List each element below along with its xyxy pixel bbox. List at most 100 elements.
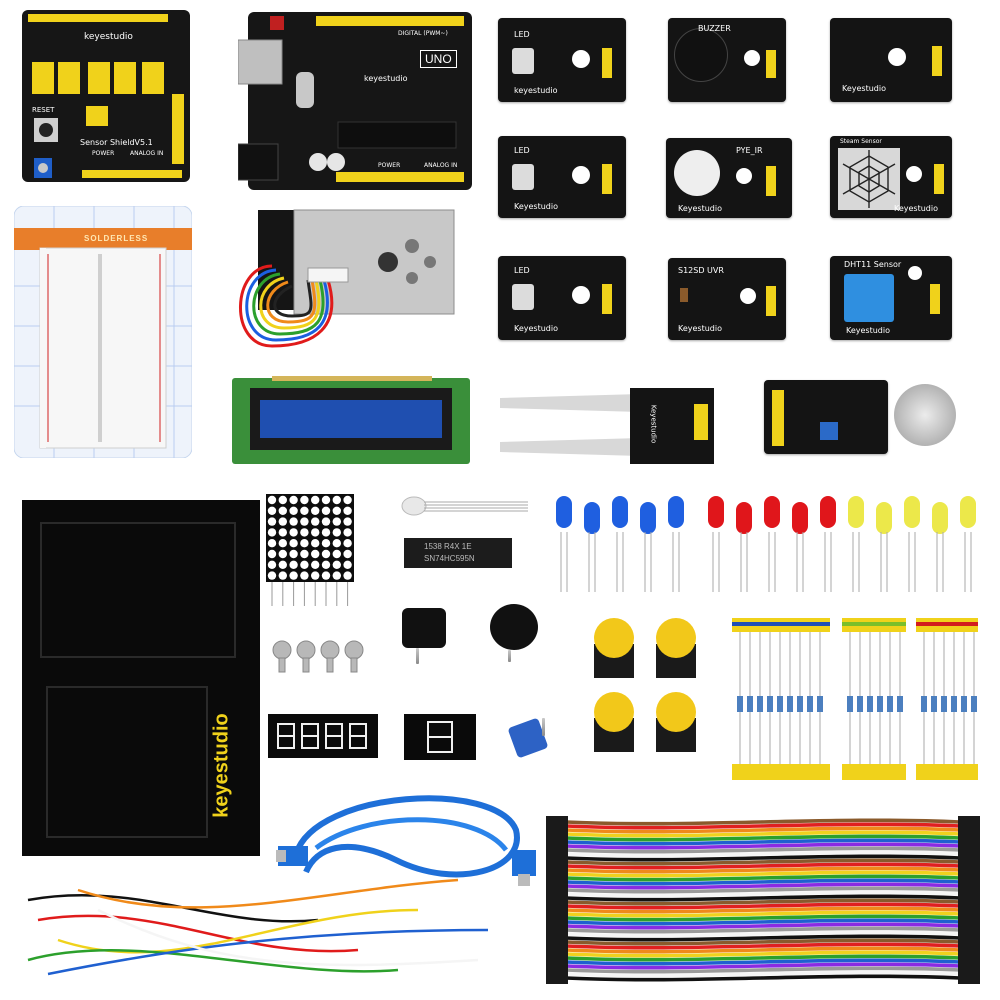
matrix-dot bbox=[311, 506, 320, 515]
matrix-dot bbox=[311, 495, 320, 505]
hall-module-hole bbox=[888, 48, 906, 66]
shield-title: Sensor ShieldV5.1 bbox=[80, 138, 153, 147]
uv-module: S12SD UVR Keyestudio bbox=[668, 258, 786, 340]
matrix-dot bbox=[300, 517, 309, 526]
matrix-dot bbox=[289, 506, 298, 515]
ribbon-wire bbox=[565, 842, 961, 850]
ribbon-wire bbox=[565, 930, 961, 938]
blue-led bbox=[584, 502, 600, 592]
matrix-dot bbox=[343, 549, 352, 559]
ribbon-wire bbox=[565, 830, 961, 838]
matrix-dot bbox=[332, 517, 341, 526]
red-led bbox=[792, 502, 808, 592]
led-module-1-hole bbox=[572, 50, 590, 68]
ribbon-wire bbox=[565, 966, 961, 974]
steam-module: Steam Sensor Keyestudio bbox=[830, 136, 952, 218]
led-module-2-brand: Keyestudio bbox=[514, 202, 558, 211]
matrix-dot bbox=[343, 517, 352, 526]
gas-sensor-cap bbox=[894, 384, 956, 446]
matrix-dot bbox=[267, 549, 277, 559]
resistor-pack-1-leads bbox=[737, 632, 823, 766]
matrix-dot bbox=[267, 495, 277, 505]
ribbon-wire bbox=[565, 910, 961, 918]
rgb-led bbox=[400, 494, 530, 520]
matrix-dot bbox=[289, 571, 298, 580]
gas-sensor bbox=[764, 380, 888, 454]
matrix-dot bbox=[343, 539, 352, 548]
steam-module-brand: Keyestudio bbox=[894, 204, 938, 213]
passive-buzzer-pin bbox=[416, 648, 419, 664]
shield-reset-label: RESET bbox=[32, 106, 55, 114]
led-module-1-header bbox=[602, 48, 612, 78]
led-module-1-label: LED bbox=[514, 30, 530, 39]
steam-module-hole bbox=[906, 166, 922, 182]
matrix-dot bbox=[321, 539, 331, 548]
led-module-2: LED Keyestudio bbox=[498, 136, 626, 218]
matrix-dot bbox=[311, 560, 320, 569]
led-group bbox=[550, 492, 980, 594]
steam-module-header bbox=[934, 164, 944, 194]
matrix-dot bbox=[343, 528, 352, 537]
ic-chip-body bbox=[404, 538, 512, 568]
uno-analog-label: ANALOG IN bbox=[424, 162, 458, 169]
buzzer-module-header bbox=[766, 50, 776, 78]
matrix-dot bbox=[289, 549, 298, 559]
uno-power-label: POWER bbox=[378, 162, 401, 169]
ribbon-wire bbox=[565, 918, 961, 926]
dupont-ribbon bbox=[546, 812, 980, 992]
ribbon-wire bbox=[565, 822, 961, 830]
ribbon-wire bbox=[565, 882, 961, 890]
matrix-dot bbox=[300, 549, 309, 559]
matrix-dot bbox=[321, 495, 331, 505]
ribbon-wire bbox=[565, 898, 961, 906]
yellow-led bbox=[876, 502, 892, 592]
led-module-2-label: LED bbox=[514, 146, 530, 155]
ribbon-wire bbox=[565, 890, 961, 898]
matrix-dot bbox=[321, 517, 331, 526]
yellow-led bbox=[848, 496, 864, 592]
matrix-dot bbox=[267, 528, 277, 537]
matrix-dot bbox=[289, 495, 298, 505]
dht11-module-hole bbox=[908, 266, 922, 280]
rfid-brand: keyestudio bbox=[210, 713, 233, 818]
ribbon-wire bbox=[565, 974, 961, 982]
sensor-shield: keyestudio RESET Sensor ShieldV5.1 POWER… bbox=[22, 10, 190, 182]
pir-module: PYE_IR Keyestudio bbox=[666, 138, 792, 218]
ribbon-wire bbox=[565, 834, 961, 842]
gas-sensor-header bbox=[772, 390, 784, 446]
matrix-dot bbox=[343, 495, 352, 505]
ribbon-wire bbox=[565, 902, 961, 910]
led-module-3-label: LED bbox=[514, 266, 530, 275]
matrix-dot bbox=[289, 560, 298, 569]
matrix-dot bbox=[332, 539, 341, 548]
uv-module-header bbox=[766, 286, 776, 316]
rfid-module: keyestudio bbox=[22, 500, 260, 856]
uno-logo: keyestudio bbox=[364, 74, 408, 83]
uno-digital-label: DIGITAL (PWM~) bbox=[398, 30, 448, 37]
matrix-dot bbox=[278, 560, 287, 569]
red-led bbox=[736, 502, 752, 592]
matrix-dot bbox=[278, 549, 287, 559]
uno-board: UNO DIGITAL (PWM~) keyestudio POWER ANAL… bbox=[237, 12, 472, 190]
shield-analog-label: ANALOG IN bbox=[130, 150, 164, 157]
ribbon-wire bbox=[565, 946, 961, 954]
resistor-pack-2-tape-bottom bbox=[842, 764, 906, 780]
dht11-module-sensor bbox=[844, 274, 894, 322]
ribbon-wire bbox=[565, 838, 961, 846]
matrix-dot bbox=[300, 560, 309, 569]
yellow-led bbox=[932, 502, 948, 592]
lcd-1602 bbox=[232, 376, 470, 466]
buzzer-module-buzzer bbox=[674, 28, 728, 82]
matrix-dot bbox=[278, 517, 287, 526]
matrix-dot bbox=[289, 517, 298, 526]
ic-chip-text-2: SN74HC595N bbox=[424, 554, 475, 563]
ribbon-wire bbox=[565, 914, 961, 922]
matrix-dot bbox=[311, 517, 320, 526]
pir-module-header bbox=[766, 166, 776, 196]
blue-led bbox=[640, 502, 656, 592]
blue-led bbox=[668, 496, 684, 592]
ribbon-wire bbox=[565, 866, 961, 874]
pir-module-label: PYE_IR bbox=[736, 146, 763, 155]
ribbon-wire bbox=[565, 906, 961, 914]
passive-buzzer-body bbox=[402, 608, 446, 648]
